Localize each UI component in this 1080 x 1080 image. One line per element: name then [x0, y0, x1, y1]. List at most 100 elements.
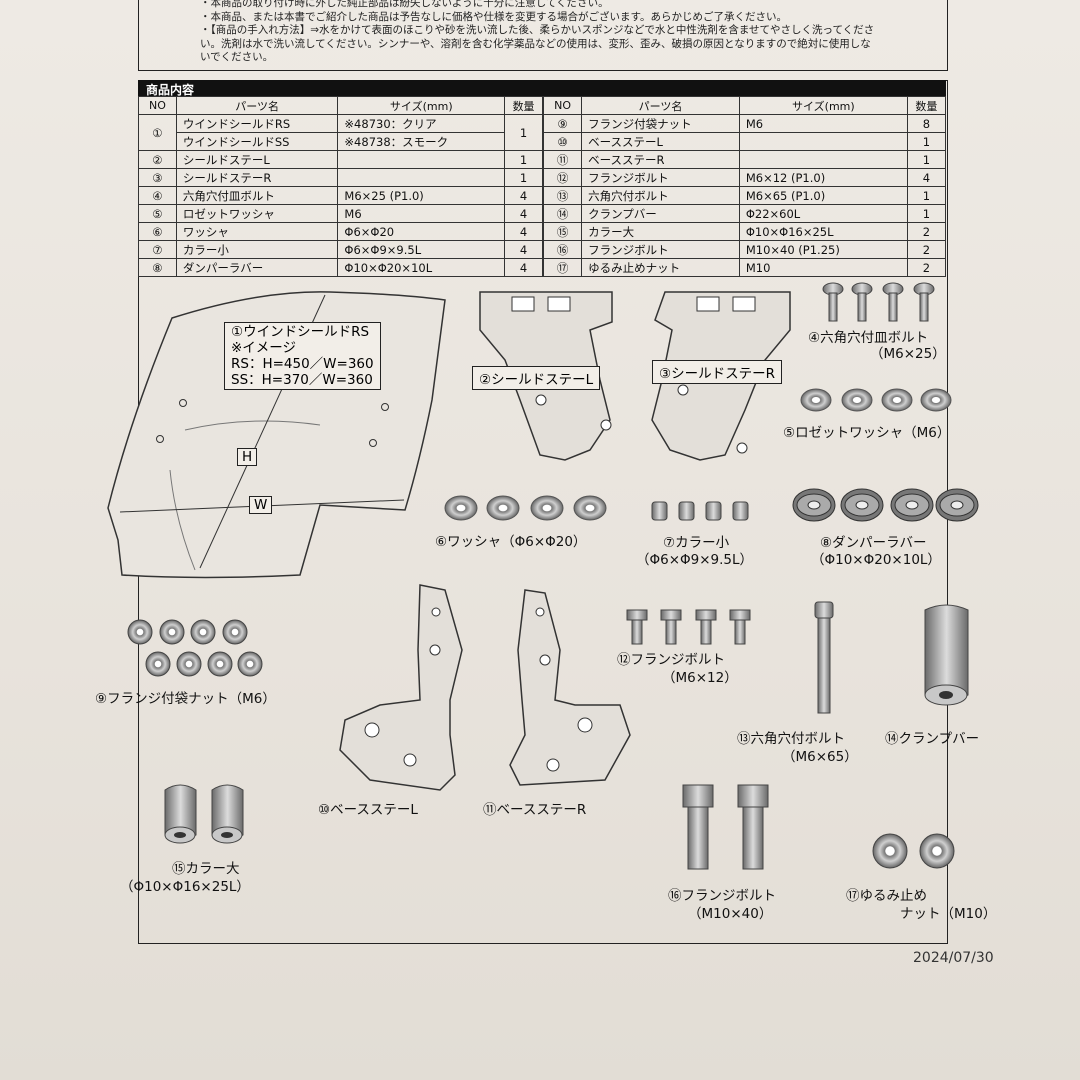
col-qty: 数量 — [504, 96, 543, 115]
cell-no: ⑰ — [542, 258, 583, 277]
hex-socket-bolt-long — [814, 601, 834, 714]
cell-name: ウインドシールドRS — [175, 114, 339, 133]
part-label-4a: ④六角穴付皿ボルト — [808, 330, 929, 346]
stay-hole — [577, 717, 593, 733]
part-label-15b: （Φ10×Φ16×25L） — [120, 879, 250, 895]
notes-box — [138, 0, 948, 71]
base-stay-l — [339, 584, 463, 791]
part-label-14: ⑭クランプバー — [885, 731, 980, 747]
part-label-3: ③シールドステーR — [652, 360, 782, 384]
part-label-13b: （M6×65） — [782, 749, 858, 765]
dim-w-label: W — [249, 496, 273, 514]
clamp-bar — [924, 604, 969, 706]
base-stay-r — [509, 589, 631, 786]
cell-no: ① — [138, 114, 177, 151]
shield-label-line: ※イメージ — [231, 340, 297, 356]
note-line: い。洗剤は水で洗い流してください。シンナーや、溶剤を含む化学薬品などの使用は、変… — [200, 37, 871, 50]
stay-hole — [431, 607, 441, 617]
section-header: 商品内容 — [138, 80, 946, 97]
slot — [696, 296, 720, 312]
stay-hole — [546, 758, 560, 772]
part-label-17b: ナット（M10） — [900, 906, 997, 922]
stay-hole — [600, 419, 612, 431]
cell-name: ダンパーラバー — [175, 258, 339, 277]
stay-hole — [535, 607, 545, 617]
cell-qty: 1 — [504, 114, 543, 151]
part-label-7a: ⑦カラー小 — [663, 535, 730, 551]
stay-hole — [429, 644, 441, 656]
cell-qty: 4 — [504, 258, 543, 277]
cell-qty: 2 — [906, 258, 947, 277]
part-label-2: ②シールドステーL — [472, 366, 601, 390]
cell-size: M6×25 (P1.0) — [337, 186, 506, 205]
rosette-washers — [800, 388, 952, 412]
slot — [732, 296, 756, 312]
shield-label-line: SS：H=370／W=360 — [231, 372, 373, 388]
stay-hole — [736, 442, 748, 454]
flat-washers — [444, 495, 607, 521]
part-label-5: ⑤ロゼットワッシャ（M6） — [783, 425, 951, 441]
shield-label-line: ①ウインドシールドRS — [231, 324, 370, 340]
cell-size: ※48730：クリア — [337, 114, 506, 133]
slot — [511, 296, 535, 312]
flange-cap-nuts — [127, 619, 263, 677]
windshield-label: ①ウインドシールドRS ※イメージ RS：H=450／W=360 SS：H=37… — [224, 322, 381, 390]
note-line: ・本商品の取り付け時に外した純正部品は紛失しないように十分に注意してください。 — [200, 0, 609, 9]
countersunk-bolts — [822, 282, 935, 322]
shield-curve-line — [184, 420, 321, 431]
table-row: ウインドシールドSS※48738：スモーク — [139, 132, 543, 151]
damper-rubbers — [792, 488, 979, 522]
part-label-15a: ⑮カラー大 — [172, 861, 240, 877]
part-label-17a: ⑰ゆるみ止め — [846, 888, 927, 904]
cell-no: ⑬ — [542, 186, 583, 205]
part-label-11: ⑪ベースステーR — [483, 802, 587, 818]
shield-curve-line — [169, 469, 196, 571]
section-title: 商品内容 — [146, 83, 195, 97]
note-line: ・本商品、または本書でご紹介した商品は予告なしに価格や仕様を変更する場合がござい… — [200, 10, 787, 23]
part-label-12a: ⑫フランジボルト — [617, 652, 725, 668]
stay-hole — [535, 394, 547, 406]
mount-hole — [156, 435, 164, 443]
part-label-8a: ⑧ダンパーラバー — [820, 535, 927, 551]
note-line: ・【商品の手入れ方法】⇒水をかけて表面のほこりや砂を洗い流した後、柔らかいスポン… — [200, 24, 875, 36]
cell-size: Φ6×Φ20 — [337, 222, 506, 241]
stay-hole — [539, 654, 551, 666]
cell-name: ベースステーR — [581, 150, 740, 169]
part-label-8b: （Φ10×Φ20×10L） — [811, 552, 941, 568]
part-label-7b: （Φ6×Φ9×9.5L） — [636, 552, 754, 568]
document-date: 2024/07/30 — [913, 950, 994, 966]
mount-hole — [179, 399, 187, 407]
cell-size: Φ10×Φ16×25L — [738, 222, 908, 241]
lock-nuts — [872, 833, 955, 869]
cell-name: ゆるみ止めナット — [581, 258, 740, 277]
part-label-16b: （M10×40） — [688, 906, 773, 922]
mount-hole — [369, 439, 377, 447]
dim-h-label: H — [237, 448, 258, 466]
cell-size: Φ10×Φ20×10L — [337, 258, 506, 277]
part-label-4b: （M6×25） — [870, 346, 946, 362]
part-label-10: ⑩ベースステーL — [318, 802, 418, 818]
stay-hole — [403, 753, 417, 767]
part-label-12b: （M6×12） — [662, 670, 738, 686]
flange-bolts-m6 — [626, 609, 751, 645]
shield-label-line: RS：H=450／W=360 — [231, 356, 374, 372]
part-label-6: ⑥ワッシャ（Φ6×Φ20） — [435, 534, 587, 550]
stay-hole — [677, 384, 689, 396]
small-collars — [651, 501, 749, 521]
col-qty: 数量 — [906, 96, 947, 115]
part-label-13a: ⑬六角穴付ボルト — [737, 731, 845, 747]
